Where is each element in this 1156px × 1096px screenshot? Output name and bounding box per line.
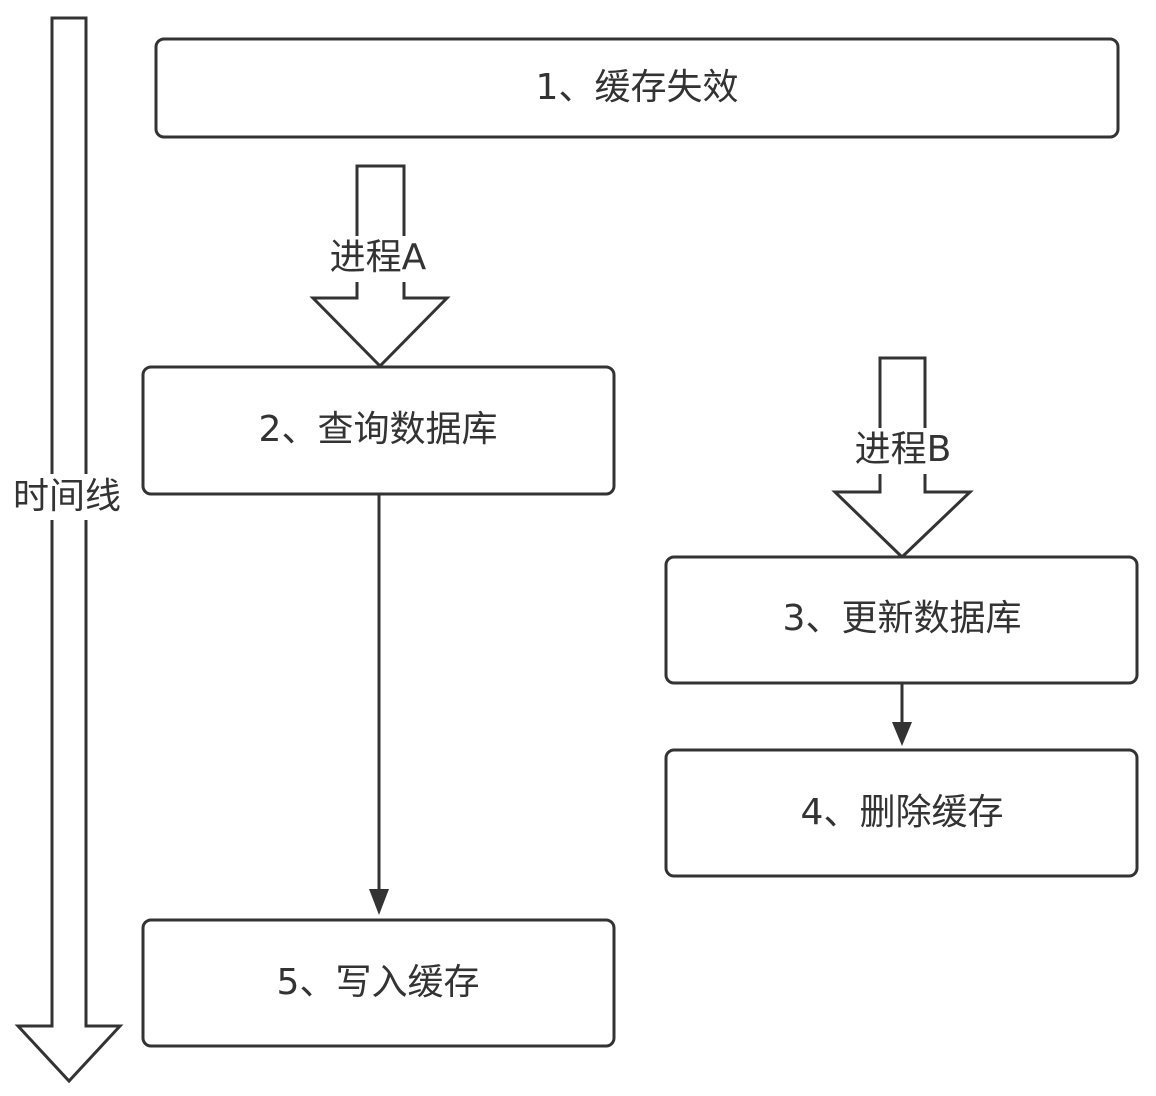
- timeline-arrow: [14, 16, 124, 1084]
- step-1-label: 1、缓存失效: [536, 67, 739, 108]
- process-b-label-bg: [846, 428, 962, 474]
- step-4-label: 4、删除缓存: [801, 792, 1004, 833]
- step-5-box: [141, 918, 616, 1048]
- step-4-box: [664, 748, 1139, 878]
- connector-step3-to-step4-head: [892, 722, 912, 746]
- process-a-label-bg: [322, 236, 438, 282]
- connector-step2-to-step5-head: [369, 889, 389, 915]
- step-2-label: 2、查询数据库: [259, 409, 498, 450]
- step-1-box: [154, 37, 1120, 139]
- step-3-label: 3、更新数据库: [783, 598, 1022, 639]
- timeline-label: 时间线: [13, 476, 121, 517]
- timeline-label-bg: [8, 474, 126, 520]
- process-b-label: 进程B: [855, 429, 952, 470]
- step-5-label: 5、写入缓存: [277, 962, 480, 1003]
- process-a-label: 进程A: [330, 237, 427, 278]
